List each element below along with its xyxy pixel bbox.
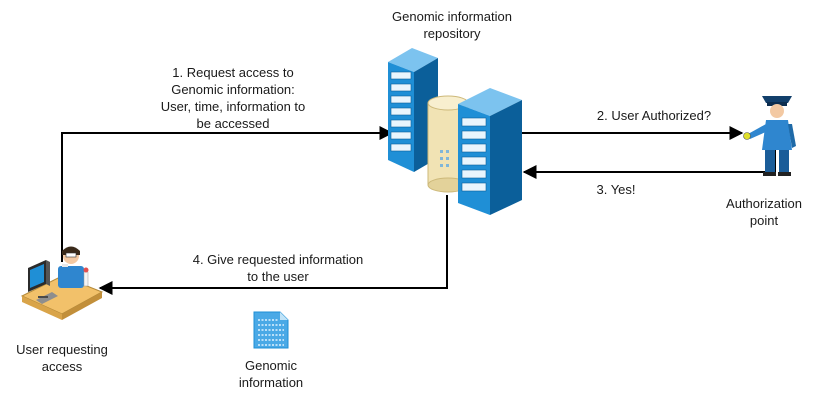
document-label-line: Genomic xyxy=(244,358,298,373)
document-icon xyxy=(253,311,289,349)
step1-line: Genomic information: xyxy=(171,82,295,97)
step1-line: User, time, information to xyxy=(160,99,306,114)
step2-label: 2. User Authorized? xyxy=(574,107,734,124)
arrow-request xyxy=(61,126,394,262)
step4-line: to the user xyxy=(247,269,309,284)
step3-label: 3. Yes! xyxy=(576,181,656,198)
arrow-authorize-reply xyxy=(522,150,776,179)
step4-line: 4. Give requested information xyxy=(192,252,364,267)
step1-label: 1. Request access to Genomic information… xyxy=(128,64,338,132)
security-officer-icon xyxy=(743,96,796,176)
authorization-label-line: Authorization xyxy=(726,196,802,211)
document-label-line: information xyxy=(238,375,304,390)
step2-line: 2. User Authorized? xyxy=(596,108,712,123)
scientist-workstation-icon xyxy=(20,246,104,320)
step3-line: 3. Yes! xyxy=(596,182,636,197)
arrow-give-info xyxy=(98,195,448,295)
document-label: Genomic information xyxy=(221,357,321,391)
step1-line: 1. Request access to xyxy=(172,65,294,80)
authorization-label-line: point xyxy=(749,213,779,228)
user-label-line: access xyxy=(41,359,83,374)
user-label: User requesting access xyxy=(0,341,124,375)
repository-label-line: Genomic information xyxy=(392,9,512,24)
repository-label: Genomic information repository xyxy=(372,8,532,42)
server-icon xyxy=(458,88,522,215)
repository-label-line: repository xyxy=(423,26,481,41)
step1-line: be accessed xyxy=(196,116,270,131)
step4-label: 4. Give requested information to the use… xyxy=(160,251,396,285)
user-label-line: User requesting xyxy=(16,342,108,357)
authorization-label: Authorization point xyxy=(716,195,812,229)
